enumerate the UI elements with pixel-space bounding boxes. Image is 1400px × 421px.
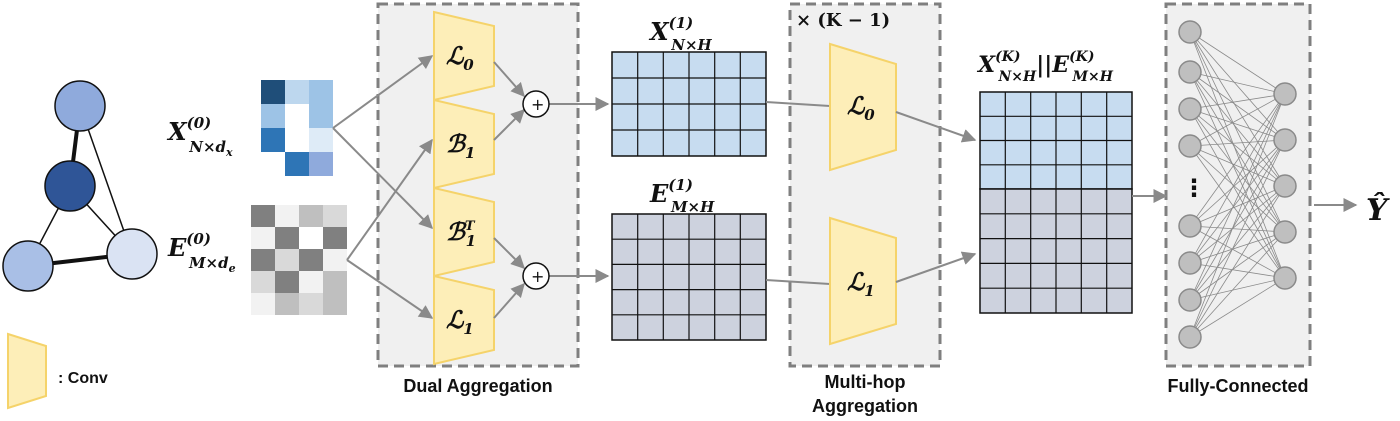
fc-neuron [1178, 60, 1202, 84]
fc-edge [1189, 145, 1286, 279]
fc-edge [1189, 145, 1286, 233]
dual-op-l0: ℒ0 [446, 41, 474, 74]
fc-neuron [1178, 325, 1202, 349]
multihop-op-l1: ℒ1 [847, 267, 875, 300]
sum-node-bottom: + [522, 262, 550, 290]
fc-neuron [1178, 134, 1202, 158]
fc-edge [1189, 93, 1286, 264]
multihop-repeat-label: × (K − 1) [796, 10, 890, 31]
e1-matrix [611, 213, 767, 341]
multihop-input-lines [765, 101, 831, 285]
concat-arrows [895, 111, 977, 283]
graph-node [54, 80, 106, 132]
svg-text:+: + [531, 95, 544, 114]
dual-aggregation-caption: Dual Aggregation [403, 376, 552, 396]
fc-edge [1189, 277, 1286, 338]
conv-block-l1 [433, 274, 495, 366]
conv-block-l0 [433, 10, 495, 102]
x0-matrix [261, 80, 333, 176]
fc-edge [1189, 93, 1286, 110]
fc-neuron [1273, 128, 1297, 152]
fc-neuron [1178, 97, 1202, 121]
sum-node-top: + [522, 90, 550, 118]
x1-label: X(1)N×H [648, 14, 713, 54]
e0-label: E(0)M×de [167, 230, 236, 275]
dual-op-l1: ℒ1 [446, 305, 474, 338]
fc-edge [1189, 71, 1286, 95]
e0-matrix [251, 205, 347, 315]
multihop-caption-line1: Multi-hop [825, 372, 906, 392]
concat-label: X(K)N×H||E(K)M×H [976, 49, 1114, 85]
multihop-conv-l1 [829, 216, 897, 346]
x1-matrix [611, 51, 767, 157]
multihop-caption-line2: Aggregation [812, 396, 918, 416]
fully-connected-caption: Fully-Connected [1167, 376, 1308, 396]
conv-legend-label: : Conv [58, 370, 108, 387]
fc-neuron [1178, 288, 1202, 312]
fc-neuron [1178, 214, 1202, 238]
fc-edge [1189, 225, 1286, 233]
dual-conv-blocks [433, 10, 495, 366]
fc-neuron [1273, 82, 1297, 106]
fc-neuron [1273, 174, 1297, 198]
e1-label: E(1)M×H [649, 176, 715, 216]
fc-edge [1189, 31, 1286, 95]
fc-neuron [1273, 220, 1297, 244]
svg-text:+: + [531, 267, 544, 286]
fc-neuron [1273, 266, 1297, 290]
sum-arrows [493, 61, 610, 319]
fc-edge [1189, 185, 1286, 264]
fc-edge [1189, 139, 1286, 301]
fc-edge [1189, 231, 1286, 301]
multihop-op-l0: ℒ0 [847, 91, 875, 124]
conv-block-b1t [433, 186, 495, 278]
graph-node [106, 228, 158, 280]
concat-matrix [979, 91, 1133, 314]
fc-edge [1189, 139, 1286, 227]
fc-nodes [1178, 20, 1297, 349]
fc-edge [1189, 231, 1286, 264]
fc-edge [1189, 139, 1286, 264]
fc-edge [1189, 93, 1286, 338]
fc-neuron [1178, 20, 1202, 44]
fc-edges [1189, 31, 1286, 338]
fc-neuron [1178, 251, 1202, 275]
graph-node [44, 160, 96, 212]
input-graph [2, 80, 158, 292]
conv-legend: : Conv [7, 332, 108, 410]
fc-edge [1189, 139, 1286, 338]
output-label: Ŷ [1366, 192, 1390, 228]
graph-node [2, 240, 54, 292]
input-arrows [332, 55, 434, 319]
conv-legend-icon [7, 332, 47, 410]
fc-edge [1189, 185, 1286, 301]
fc-edge [1189, 231, 1286, 338]
x0-label: X(0)N×dx [166, 114, 233, 159]
fc-edge [1189, 93, 1286, 227]
fc-ellipsis: ⋮ [1182, 174, 1206, 202]
fc-edge [1189, 145, 1286, 187]
conv-block-b1 [433, 98, 495, 190]
fc-edge [1189, 93, 1286, 147]
fc-edge [1189, 185, 1286, 338]
fc-edge [1189, 139, 1286, 147]
fc-edge [1189, 185, 1286, 227]
fc-edge [1189, 93, 1286, 301]
dual-op-b1: ℬ1 [446, 129, 475, 162]
multihop-conv-l0 [829, 42, 897, 172]
